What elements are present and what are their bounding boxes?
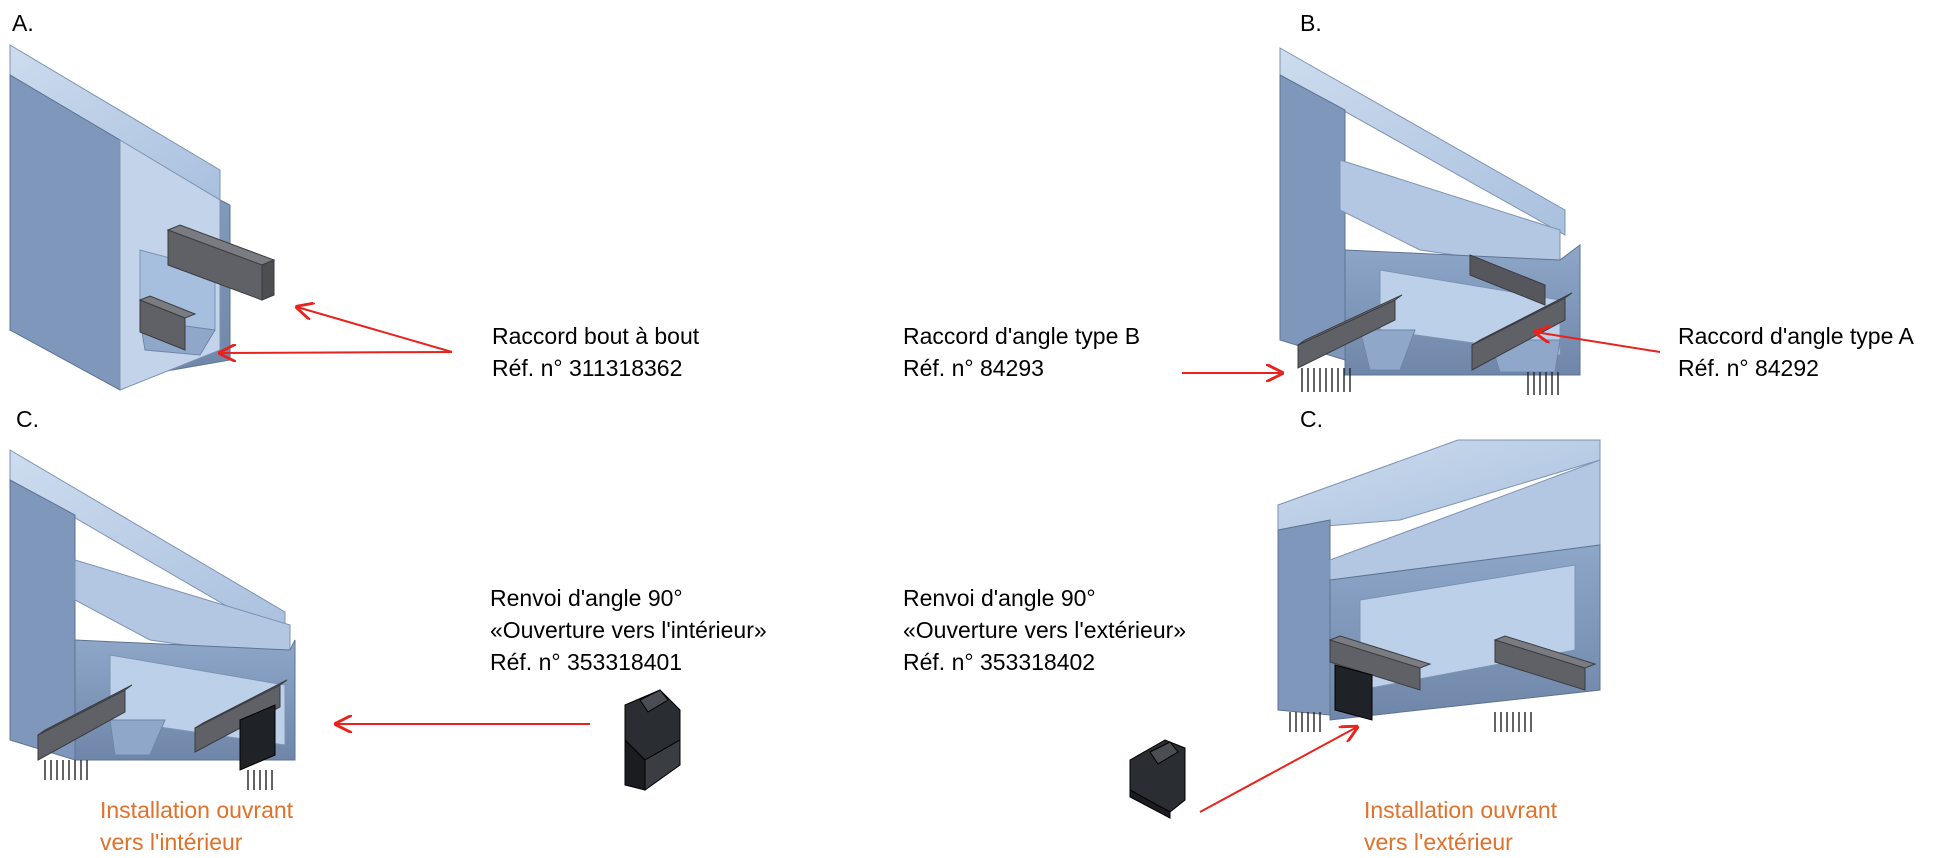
connector-c-ext-right: [1493, 635, 1597, 732]
connector-c-ext-left: [1289, 635, 1432, 732]
connector-c-int-right: [194, 679, 288, 790]
caption-renvoi-int-name: Renvoi d'angle 90°: [490, 585, 683, 611]
arrow-renvoi-ext: [1199, 727, 1357, 813]
caption-renvoi-int-opening: «Ouverture vers l'intérieur»: [490, 617, 767, 643]
connector-bout-a-lower: [138, 295, 197, 351]
caption-raccord-bout: Raccord bout à bout Réf. n° 311318362: [492, 320, 699, 384]
caption-raccord-bout-ref: Réf. n° 311318362: [492, 355, 683, 381]
caption-angle-b-name: Raccord d'angle type B: [903, 323, 1141, 349]
arrow-angle-a: [1535, 332, 1661, 353]
connector-angle-a-part: [1469, 254, 1573, 395]
caption-angle-a-ref: Réf. n° 84292: [1678, 355, 1819, 381]
caption-angle-b-ref: Réf. n° 84293: [903, 355, 1044, 381]
profile-c-int-drawing: [9, 449, 296, 761]
caption-renvoi-int-ref: Réf. n° 353318401: [490, 649, 683, 675]
connector-angle-b-part: [1297, 294, 1403, 392]
note-installation-ext: Installation ouvrant vers l'extérieur: [1364, 794, 1557, 858]
caption-raccord-bout-name: Raccord bout à bout: [492, 323, 700, 349]
note-installation-int-line1: Installation ouvrant: [100, 797, 294, 823]
caption-renvoi-int: Renvoi d'angle 90° «Ouverture vers l'int…: [490, 582, 767, 678]
arrow-bout-lower: [220, 352, 453, 353]
renvoi-ext-part: [1129, 739, 1186, 819]
caption-angle-b: Raccord d'angle type B Réf. n° 84293: [903, 320, 1140, 384]
caption-angle-a: Raccord d'angle type A Réf. n° 84292: [1678, 320, 1914, 384]
section-label-c-right: C.: [1300, 406, 1323, 432]
caption-renvoi-ext-ref: Réf. n° 353318402: [903, 649, 1096, 675]
profile-a-drawing: [9, 44, 231, 391]
note-installation-ext-line1: Installation ouvrant: [1364, 797, 1558, 823]
section-label-b: B.: [1300, 10, 1322, 36]
arrow-bout-upper: [297, 307, 453, 353]
section-label-a: A.: [12, 10, 34, 36]
caption-renvoi-ext: Renvoi d'angle 90° «Ouverture vers l'ext…: [903, 582, 1186, 678]
note-installation-int-line2: vers l'intérieur: [100, 829, 243, 855]
connector-c-int-left: [37, 684, 133, 780]
note-installation-int: Installation ouvrant vers l'intérieur: [100, 794, 293, 858]
section-label-c-left: C.: [16, 406, 39, 432]
connector-bout-a-upper: [166, 224, 276, 301]
note-installation-ext-line2: vers l'extérieur: [1364, 829, 1513, 855]
caption-renvoi-ext-opening: «Ouverture vers l'extérieur»: [903, 617, 1187, 643]
renvoi-int-part: [624, 689, 681, 791]
caption-angle-a-name: Raccord d'angle type A: [1678, 323, 1914, 349]
caption-renvoi-ext-name: Renvoi d'angle 90°: [903, 585, 1096, 611]
